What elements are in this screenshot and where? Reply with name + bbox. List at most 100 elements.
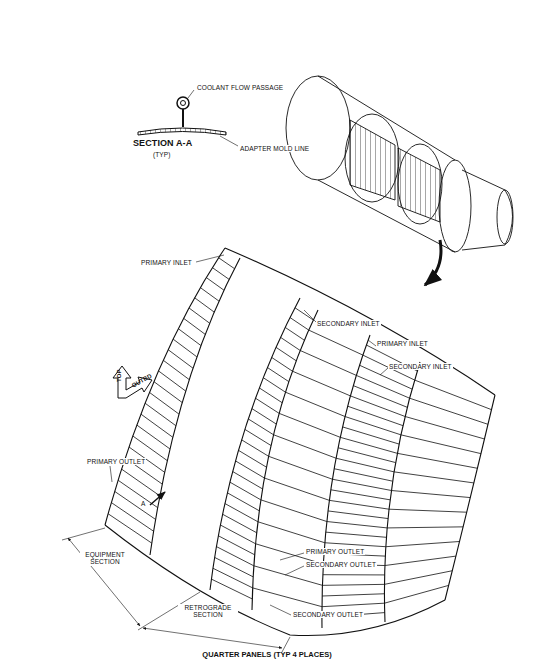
quarter-panel	[410, 398, 488, 424]
quarter-panel	[261, 500, 327, 522]
quarter-panel	[163, 360, 189, 379]
part-label: SECONDARY INLET	[316, 320, 381, 327]
section-detail	[138, 128, 226, 135]
quarter-panel	[213, 568, 253, 588]
quarter-panel	[108, 514, 152, 543]
quarter-panel	[141, 414, 173, 437]
leader-lines	[110, 466, 112, 482]
spacecraft-sketch	[286, 76, 513, 285]
quarter-panel	[290, 318, 309, 331]
quarter-panel	[245, 429, 271, 445]
quarter-panel	[279, 413, 340, 437]
quarter-panel	[239, 450, 267, 467]
quarter-panel	[133, 436, 167, 461]
part-label: EQUIPMENT SECTION	[80, 551, 130, 566]
quarter-panel	[386, 541, 460, 546]
section-detail	[177, 97, 189, 109]
quarter-panel	[252, 409, 276, 424]
quarter-panel	[263, 378, 285, 392]
quarter-panel	[150, 258, 240, 555]
leader-lines	[282, 637, 290, 652]
quarter-panel	[258, 522, 325, 543]
quarter-panel	[108, 258, 491, 618]
quarter-panel	[267, 368, 288, 382]
part-label: PRIMARY INLET	[140, 259, 193, 266]
quarter-panel	[272, 357, 293, 371]
quarter-panel	[292, 371, 350, 396]
quarter-panel	[325, 543, 386, 547]
quarter-panel	[334, 469, 392, 481]
quarter-panel	[350, 396, 405, 417]
quarter-panel	[253, 588, 322, 607]
quarter-panel	[332, 479, 391, 490]
spacecraft-sketch	[462, 170, 513, 250]
spacecraft-sketch	[398, 144, 442, 224]
leader-lines	[196, 255, 224, 262]
section-detail	[220, 136, 238, 146]
part-label: TOP	[116, 368, 123, 383]
quarter-panel	[300, 350, 356, 375]
quarter-panel	[405, 416, 484, 439]
quarter-panel	[391, 490, 470, 497]
quarter-panel	[327, 522, 387, 528]
figure-caption: QUARTER PANELS (TYP 4 PLACES)	[0, 650, 534, 659]
quarter-panel	[115, 491, 156, 519]
quarter-panel	[329, 500, 389, 509]
quarter-panel	[269, 456, 333, 479]
part-label: COOLANT FLOW PASSAGE	[196, 84, 284, 91]
quarter-panel	[173, 339, 197, 357]
quarter-panel	[322, 594, 384, 596]
quarter-panel	[389, 509, 467, 512]
quarter-panel	[309, 330, 363, 355]
section-detail	[188, 90, 194, 98]
quarter-panel	[345, 417, 401, 435]
quarter-panel	[149, 392, 179, 414]
part-label: PRIMARY OUTLET	[305, 548, 365, 555]
part-label: A	[140, 500, 146, 507]
quarter-panel	[211, 579, 252, 599]
quarter-panel	[248, 419, 273, 435]
quarter-panel	[178, 329, 201, 346]
quarter-panel	[184, 318, 206, 334]
quarter-panel	[326, 532, 387, 537]
quarter-panel	[105, 248, 495, 636]
section-title: SECTION A-A	[132, 138, 193, 148]
section-cut-arrow	[150, 492, 165, 505]
quarter-panel	[397, 453, 477, 468]
quarter-panel	[401, 435, 481, 454]
spacecraft-sketch	[345, 114, 399, 202]
quarter-panel	[356, 375, 409, 398]
quarter-panel	[331, 490, 390, 500]
quarter-panel	[223, 514, 257, 533]
quarter-panel	[105, 525, 445, 636]
spacecraft-sketch	[350, 120, 395, 200]
leader-lines	[68, 538, 140, 626]
spacecraft-sketch	[398, 148, 440, 222]
quarter-panel	[343, 427, 399, 444]
quarter-panel	[274, 435, 337, 458]
quarter-panel	[295, 308, 313, 320]
spacecraft-sketch	[286, 76, 350, 180]
quarter-panel	[385, 585, 449, 603]
quarter-panel	[385, 556, 456, 565]
part-label: SECONDARY OUTLET	[292, 611, 364, 618]
leader-lines	[304, 310, 316, 322]
leader-lines	[368, 340, 376, 346]
quarter-panel	[384, 571, 452, 585]
quarter-panel	[200, 288, 219, 302]
quarter-panel	[215, 557, 254, 576]
part-label: PRIMARY INLET	[376, 340, 429, 347]
quarter-panel	[336, 458, 394, 472]
quarter-panel	[323, 574, 385, 575]
leader-lines	[143, 628, 282, 648]
quarter-panel	[394, 472, 474, 483]
section-detail	[181, 101, 186, 106]
leader-lines	[380, 368, 388, 375]
quarter-panel	[256, 398, 280, 413]
part-label: SECONDARY INLET	[388, 363, 453, 370]
quarter-panel	[276, 347, 296, 360]
part-label: PRIMARY OUTLET	[86, 458, 146, 465]
quarter-panel	[259, 388, 282, 403]
